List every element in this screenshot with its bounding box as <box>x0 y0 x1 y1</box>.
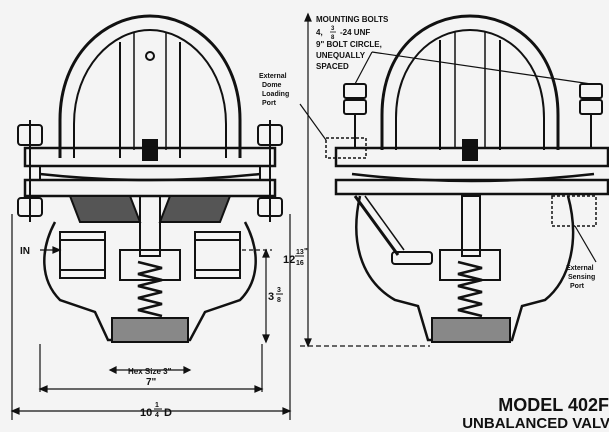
svg-text:External: External <box>259 73 287 80</box>
right-exterior-view <box>325 14 609 343</box>
overall-height-label: 12 13 16 " <box>283 247 308 267</box>
left-hex-plug <box>111 317 189 343</box>
svg-text:-24 UNF: -24 UNF <box>340 28 370 37</box>
svg-text:4,: 4, <box>316 28 323 37</box>
sensing-port <box>551 195 597 227</box>
left-inlet-port <box>59 231 106 279</box>
left-bolt-left <box>17 120 43 222</box>
left-section-view <box>17 14 283 343</box>
svg-text:MOUNTING BOLTS: MOUNTING BOLTS <box>316 15 389 24</box>
inlet-height-label: 3 3 8 <box>268 287 283 304</box>
hex-size-label: Hex Size 3" <box>128 367 172 376</box>
svg-text:8: 8 <box>331 35 335 41</box>
inlet-label: IN <box>20 246 30 257</box>
model-subtitle: UNBALANCED VALVE <box>462 415 609 432</box>
svg-text:9" BOLT CIRCLE,: 9" BOLT CIRCLE, <box>316 40 382 49</box>
right-hex-plug <box>431 317 511 343</box>
svg-text:12: 12 <box>283 254 295 266</box>
svg-text:UNEQUALLY: UNEQUALLY <box>316 51 366 60</box>
dome-loading-port <box>325 137 367 159</box>
svg-text:10: 10 <box>140 407 152 419</box>
sensing-port-label: External Sensing Port <box>566 265 595 290</box>
dome-loading-port-label: External Dome Loading Port <box>259 73 289 107</box>
svg-text:": " <box>304 247 308 256</box>
right-flange <box>334 146 609 168</box>
svg-text:Sensing: Sensing <box>568 274 595 281</box>
left-dome-inner <box>73 28 227 158</box>
svg-text:Port: Port <box>262 100 277 107</box>
left-dimensions <box>10 214 292 420</box>
svg-text:8: 8 <box>277 297 281 304</box>
svg-text:16: 16 <box>296 260 304 267</box>
svg-text:SPACED: SPACED <box>316 62 349 71</box>
left-flange <box>23 146 277 168</box>
svg-text:D: D <box>164 407 172 419</box>
left-bolt-right <box>257 120 283 222</box>
svg-text:Port: Port <box>570 283 585 290</box>
left-spring <box>137 260 163 318</box>
right-dome-outer <box>380 14 560 150</box>
left-outlet-port <box>194 231 241 279</box>
left-dome-vent <box>145 51 155 61</box>
right-valve-body <box>355 195 575 342</box>
svg-text:3: 3 <box>331 26 335 32</box>
model-title: MODEL 402F <box>498 395 609 415</box>
svg-text:Dome: Dome <box>262 82 282 89</box>
right-spring <box>457 260 483 318</box>
svg-text:3: 3 <box>277 287 281 294</box>
left-hatched-plate <box>68 195 142 223</box>
diameter-label: 10 1 4 D <box>140 402 172 419</box>
right-mounting-bolt-right <box>579 83 603 148</box>
right-dimensions <box>299 12 597 348</box>
svg-text:13: 13 <box>296 249 304 256</box>
left-dome-outer <box>58 14 242 158</box>
svg-text:3: 3 <box>268 291 274 303</box>
svg-text:External: External <box>566 265 594 272</box>
svg-text:4: 4 <box>155 412 159 419</box>
width-7-label: 7" <box>146 377 157 388</box>
mounting-bolts-note: MOUNTING BOLTS 4, 3 8 -24 UNF 9" BOLT CI… <box>316 15 389 71</box>
svg-text:1: 1 <box>155 402 159 409</box>
svg-text:Loading: Loading <box>262 91 289 98</box>
